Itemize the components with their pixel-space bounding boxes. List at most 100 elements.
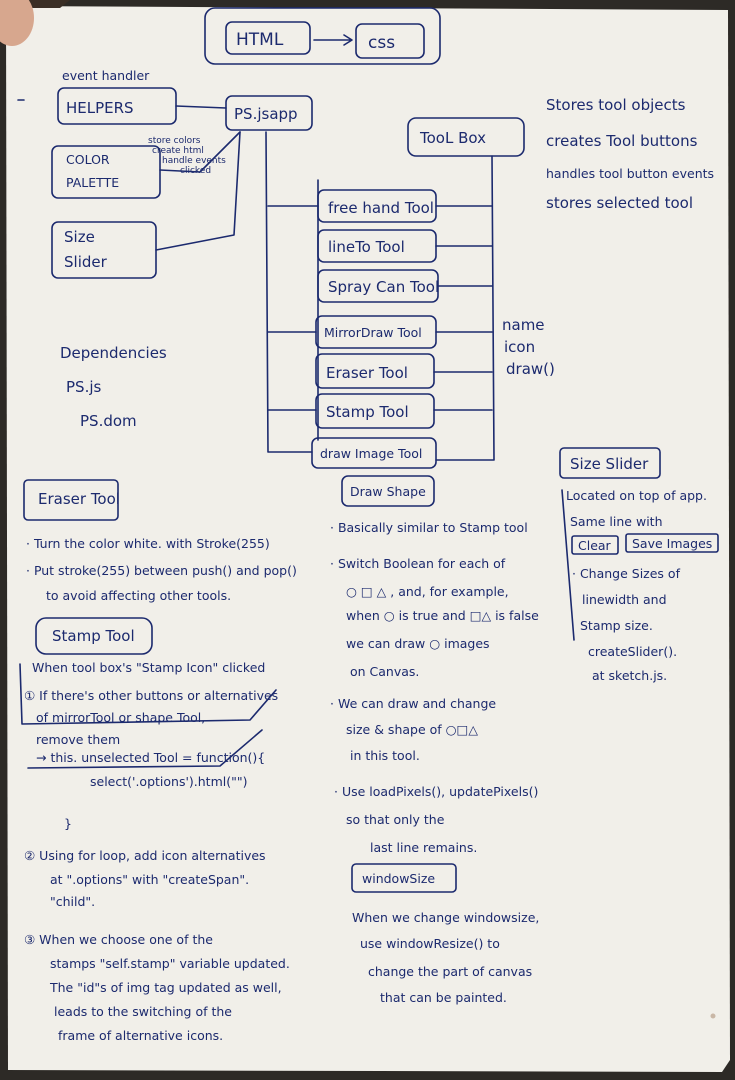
stamp-line-10: "child". [50, 894, 95, 909]
save-images-button-label: Save Images [632, 536, 712, 551]
sizeslider-line-2: Same line with [570, 514, 663, 529]
sizeslider-line-6: createSlider(). [588, 644, 677, 659]
stamp-line-3: of mirrorTool or shape Tool, [36, 710, 205, 725]
sizeslider-line-3: · Change Sizes of [572, 566, 681, 581]
dependencies-title: Dependencies [60, 344, 167, 362]
clear-button-sketch [571, 535, 619, 555]
paper-sheet [6, 6, 730, 1072]
tool-lineto: lineTo Tool [317, 229, 493, 263]
tool-freehand: free hand Tool [267, 189, 493, 223]
tool-spraycan: Spray Can Tool [317, 269, 493, 303]
windowsize-line-2: use windowResize() to [360, 936, 500, 951]
drawshape-line-6: on Canvas. [350, 664, 419, 679]
clear-button-label: Clear [578, 538, 612, 553]
color-palette-box [51, 145, 161, 199]
sizeslider-line-4: linewidth and [582, 592, 667, 607]
html-label: HTML [236, 30, 284, 50]
toolbox-note-3: handles tool button events [546, 166, 714, 181]
dependency-psjs: PS.js [66, 378, 102, 396]
stamp-title: Stamp Tool [52, 627, 135, 645]
psjs-label: PS.jsapp [234, 105, 298, 123]
tool-prop-draw: draw() [506, 360, 555, 378]
tool-freehand-label: free hand Tool [328, 199, 434, 217]
windowsize-title: windowSize [362, 871, 435, 886]
size-slider-line2: Slider [64, 253, 108, 271]
event-handler-label: event handler [62, 68, 150, 83]
css-label: css [368, 33, 395, 53]
color-palette-line1: COLOR [66, 152, 110, 167]
stamp-step1-bracket [19, 663, 277, 725]
dependency-psdom: PS.dom [80, 412, 137, 430]
sizeslider-margin-line [561, 489, 575, 641]
thumb [0, 0, 34, 46]
eraser-line-2: · Put stroke(255) between push() and pop… [26, 563, 297, 578]
store-note-line3: handle events [162, 156, 226, 166]
psjs-box [225, 95, 313, 131]
sizeslider-title-box [559, 447, 661, 479]
drawshape-line-4: when ○ is true and □△ is false [346, 608, 539, 623]
drawshape-line-8: size & shape of ○□△ [346, 722, 478, 737]
eraser-title: Eraser Tool [38, 490, 120, 508]
tool-eraser-label: Eraser Tool [326, 364, 408, 382]
eraser-line-1: · Turn the color white. with Stroke(255) [26, 536, 270, 551]
drawshape-line-1: · Basically similar to Stamp tool [330, 520, 528, 535]
eraser-line-3: to avoid affecting other tools. [46, 588, 231, 603]
stamp-step1-underline [27, 729, 263, 769]
sizeslider-line-1: Located on top of app. [566, 488, 707, 503]
stamp-line-15: frame of alternative icons. [58, 1028, 223, 1043]
palette-connector [159, 131, 241, 173]
sizeslider-line-5: Stamp size. [580, 618, 653, 633]
tool-spraycan-label: Spray Can Tool [328, 278, 439, 296]
toolbox-label: TooL Box [419, 129, 486, 147]
stamp-title-box [35, 617, 153, 655]
windowsize-line-1: When we change windowsize, [352, 910, 539, 925]
tool-stamp: Stamp Tool [267, 393, 493, 429]
drawshape-line-12: last line remains. [370, 840, 477, 855]
drawshape-title: Draw Shape [350, 484, 426, 499]
drawshape-line-3: ○ □ △ , and, for example, [346, 584, 509, 599]
stamp-line-4: remove them [36, 732, 120, 747]
stamp-line-13: The "id"s of img tag updated as well, [49, 980, 282, 995]
toolbox-note-4: stores selected tool [546, 194, 693, 212]
stamp-line-5: → this. unselected Tool = function(){ [36, 750, 265, 765]
helpers-label: HELPERS [66, 99, 134, 117]
drawshape-line-9: in this tool. [350, 748, 420, 763]
store-note-line2: create html [152, 146, 204, 156]
helpers-connector [175, 105, 227, 109]
html-box [225, 21, 311, 55]
drawshape-line-11: so that only the [346, 812, 445, 827]
stamp-line-9: at ".options" with "createSpan". [50, 872, 249, 887]
tool-mirrordraw: MirrorDraw Tool [267, 315, 493, 349]
tool-lineto-label: lineTo Tool [328, 238, 405, 256]
windowsize-line-3: change the part of canvas [368, 964, 532, 979]
stamp-line-2: ① If there's other buttons or alternativ… [24, 688, 278, 703]
stamp-line-6: select('.options').html("") [90, 774, 247, 789]
tree-spine-right [435, 155, 495, 461]
stamp-line-7: } [64, 816, 72, 831]
tool-drawimage-label: draw Image Tool [320, 446, 422, 461]
windowsize-title-box [351, 863, 457, 893]
tool-prop-icon: icon [504, 338, 535, 356]
tool-stamp-label: Stamp Tool [326, 403, 409, 421]
drawshape-line-7: · We can draw and change [330, 696, 496, 711]
tool-mirrordraw-label: MirrorDraw Tool [324, 325, 422, 340]
toolbox-note-1: Stores tool objects [546, 96, 686, 114]
stamp-line-1: When tool box's "Stamp Icon" clicked [32, 660, 265, 675]
drawshape-line-5: we can draw ○ images [346, 636, 490, 651]
tool-drawimage: draw Image Tool [311, 437, 437, 469]
arrow-html-css [313, 34, 353, 46]
tree-spine-left [265, 131, 313, 453]
ink-spot [710, 1013, 716, 1019]
sizeslider-line-7: at sketch.js. [592, 668, 667, 683]
drawshape-title-box [341, 475, 435, 507]
toolbox-box [407, 117, 525, 157]
stamp-line-14: leads to the switching of the [54, 1004, 232, 1019]
css-box [355, 23, 425, 59]
slider-connector [155, 131, 241, 251]
frontend-box [204, 7, 441, 65]
windowsize-line-4: that can be painted. [380, 990, 507, 1005]
eraser-title-box [23, 479, 119, 521]
stamp-line-11: ③ When we choose one of the [24, 932, 213, 947]
stamp-line-8: ② Using for loop, add icon alternatives [24, 848, 266, 863]
